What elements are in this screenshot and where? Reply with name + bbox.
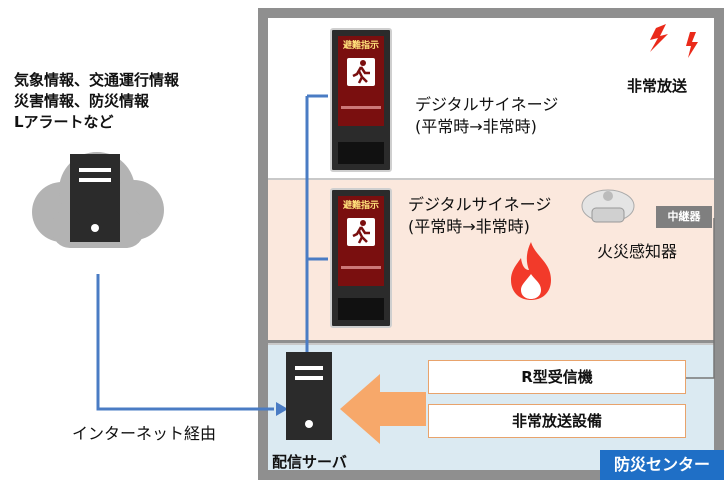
- signage-label-floor2-line1: デジタルサイネージ: [408, 195, 552, 214]
- signage-label-floor1-line1: デジタルサイネージ: [415, 95, 559, 114]
- info-text-line2: 災害情報、防災情報: [14, 92, 150, 110]
- screen-title: 避難指示: [342, 41, 379, 51]
- relay-label: 中継器: [667, 210, 701, 223]
- evacuation-icon: [347, 218, 375, 246]
- evacuation-icon: [347, 58, 375, 86]
- broadcast-equipment-box: 非常放送設備: [428, 404, 686, 438]
- internet-label: インターネット経由: [72, 424, 217, 443]
- r-type-receiver-box: R型受信機: [428, 360, 686, 394]
- digital-signage-floor2: 避難指示: [330, 188, 392, 328]
- fire-detector-label: 火災感知器: [597, 242, 678, 261]
- disaster-center-badge: 防災センター: [600, 450, 724, 480]
- digital-signage-floor1: 避難指示: [330, 28, 392, 172]
- fire-detector-icon: [581, 189, 635, 223]
- info-text-line3: Lアラートなど: [14, 113, 114, 131]
- signage-screen: 避難指示: [338, 36, 384, 126]
- signage-base: [338, 298, 384, 320]
- screen-footer: [341, 266, 381, 269]
- broadcast-equipment-label: 非常放送設備: [511, 412, 602, 430]
- cloud-server-icon: [32, 152, 164, 248]
- r-type-receiver-label: R型受信機: [521, 368, 593, 386]
- signage-label-floor1-line2: (平常時→非常時): [415, 117, 537, 136]
- distribution-server-label: 配信サーバ: [272, 453, 347, 471]
- signage-label-floor2-line2: (平常時→非常時): [408, 217, 530, 236]
- distribution-server-icon: [286, 352, 332, 440]
- emergency-broadcast-label: 非常放送: [627, 77, 688, 95]
- signage-screen: 避難指示: [338, 196, 384, 286]
- fire-icon: [511, 242, 551, 300]
- lightning-icon: [650, 24, 698, 58]
- disaster-center-label: 防災センター: [613, 455, 710, 474]
- screen-title: 避難指示: [342, 201, 379, 211]
- signage-base: [338, 142, 384, 164]
- orange-arrow-icon: [340, 374, 426, 444]
- relay-box: 中継器: [656, 206, 712, 228]
- info-text-line1: 気象情報、交通運行情報: [14, 71, 180, 89]
- screen-footer: [341, 106, 381, 109]
